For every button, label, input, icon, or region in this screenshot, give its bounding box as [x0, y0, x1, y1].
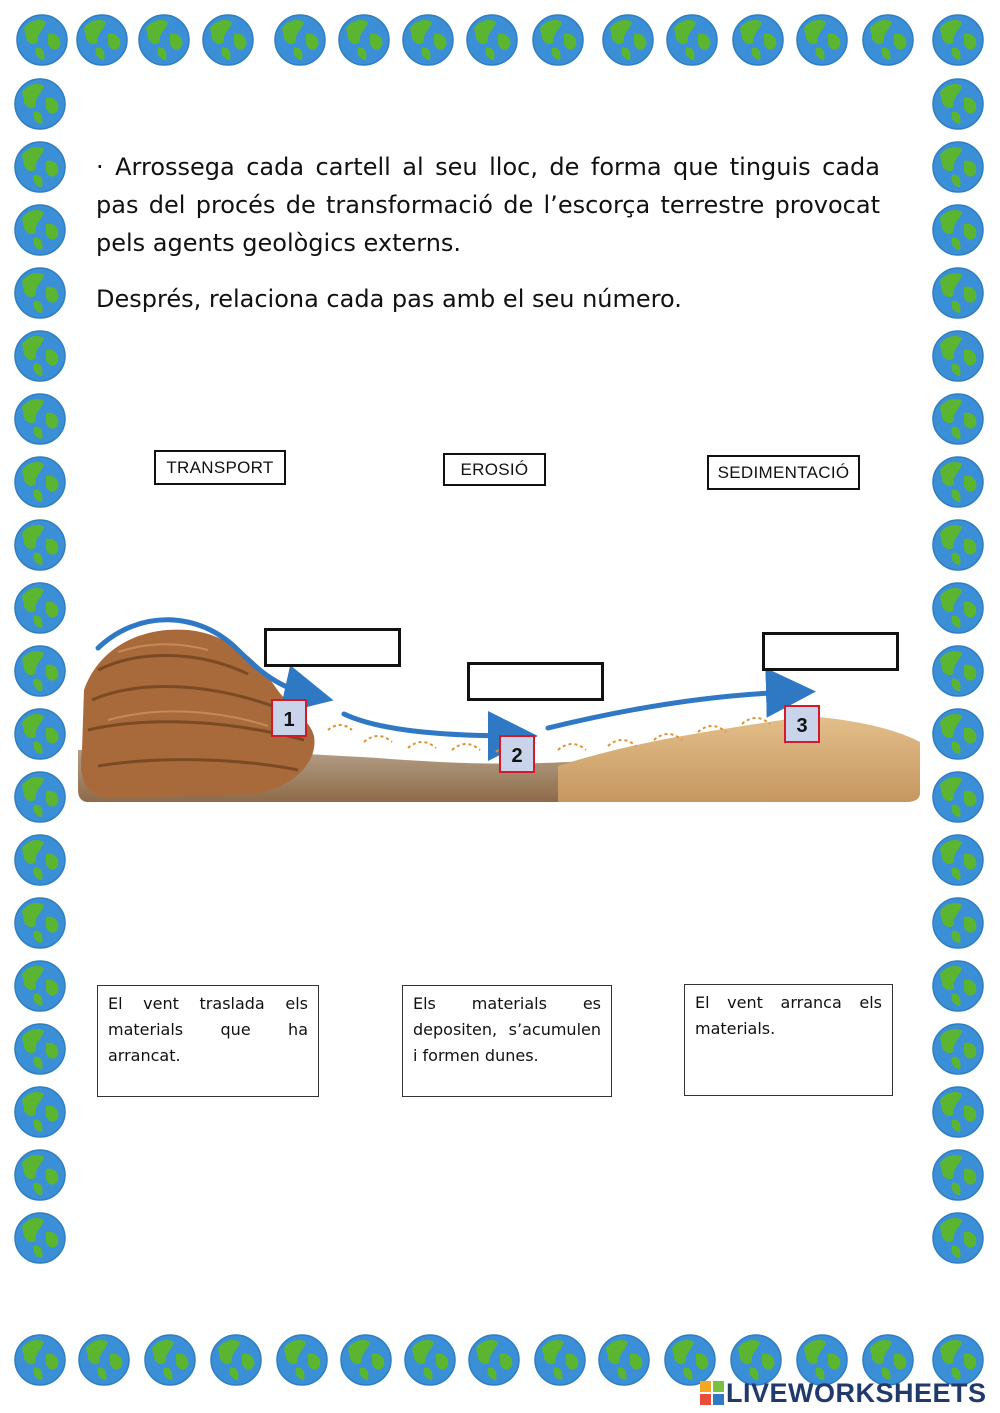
globe-icon: [732, 14, 784, 66]
brand-logo: LIVEWORKSHEETS: [700, 1378, 987, 1408]
globe-icon: [466, 14, 518, 66]
globe-icon: [796, 14, 848, 66]
arrow-icon: [341, 710, 538, 761]
drop-zone-3[interactable]: [762, 632, 899, 671]
label-card-transport[interactable]: TRANSPORT: [154, 450, 286, 485]
description-box-2[interactable]: Els materials es depositen, s’acumulen i…: [402, 985, 612, 1097]
globe-icon: [76, 14, 128, 66]
globe-icon: [404, 1334, 456, 1386]
globe-icon: [932, 645, 984, 697]
brand-name: LIVEWORKSHEETS: [726, 1377, 987, 1408]
label-card-sedimentacio[interactable]: SEDIMENTACIÓ: [707, 455, 860, 490]
globe-icon: [534, 1334, 586, 1386]
svg-text:1: 1: [283, 709, 294, 731]
globe-icon: [932, 834, 984, 886]
sand-particles: [327, 717, 771, 753]
globe-icon: [14, 1334, 66, 1386]
globe-icon: [14, 204, 66, 256]
globe-icon: [276, 1334, 328, 1386]
globe-icon: [14, 771, 66, 823]
globe-icon: [210, 1334, 262, 1386]
globe-icon: [598, 1334, 650, 1386]
globe-icon: [14, 897, 66, 949]
globe-icon: [666, 14, 718, 66]
globe-icon: [202, 14, 254, 66]
globe-icon: [14, 960, 66, 1012]
globe-icon: [14, 834, 66, 886]
globe-icon: [138, 14, 190, 66]
globe-icon: [78, 1334, 130, 1386]
drop-zone-1[interactable]: [264, 628, 401, 667]
globe-icon: [402, 14, 454, 66]
globe-icon: [14, 519, 66, 571]
svg-text:2: 2: [511, 745, 522, 767]
globe-icon: [144, 1334, 196, 1386]
sand-dune: [558, 716, 920, 802]
arrow-icon: [545, 667, 816, 731]
globe-icon: [932, 78, 984, 130]
description-box-1[interactable]: El vent traslada els materials que ha ar…: [97, 985, 319, 1097]
globe-icon: [932, 1023, 984, 1075]
globe-icon: [932, 14, 984, 66]
instruction-subtext: Després, relaciona cada pas amb el seu n…: [96, 285, 682, 313]
globe-icon: [274, 14, 326, 66]
globe-icon: [14, 1086, 66, 1138]
globe-icon: [932, 897, 984, 949]
marker-1: 1: [271, 699, 307, 737]
globe-icon: [14, 645, 66, 697]
brand-icon: [700, 1381, 724, 1405]
globe-icon: [532, 14, 584, 66]
globe-icon: [14, 708, 66, 760]
globe-icon: [340, 1334, 392, 1386]
globe-icon: [14, 1149, 66, 1201]
globe-icon: [932, 960, 984, 1012]
globe-icon: [932, 582, 984, 634]
description-box-3[interactable]: El vent arranca els materials.: [684, 984, 893, 1096]
svg-text:3: 3: [796, 715, 807, 737]
globe-icon: [16, 14, 68, 66]
rock-formation: [81, 629, 315, 798]
globe-icon: [338, 14, 390, 66]
globe-icon: [14, 141, 66, 193]
globe-icon: [862, 14, 914, 66]
globe-icon: [14, 393, 66, 445]
globe-icon: [932, 267, 984, 319]
erosion-illustration: 1 2 3: [78, 617, 920, 802]
globe-icon: [602, 14, 654, 66]
globe-icon: [14, 582, 66, 634]
globe-icon: [932, 141, 984, 193]
globe-icon: [932, 330, 984, 382]
marker-3: 3: [784, 705, 820, 743]
globe-icon: [14, 456, 66, 508]
globe-icon: [468, 1334, 520, 1386]
globe-icon: [932, 456, 984, 508]
globe-icon: [932, 204, 984, 256]
globe-icon: [932, 1086, 984, 1138]
globe-icon: [14, 330, 66, 382]
label-card-erosio[interactable]: EROSIÓ: [443, 453, 546, 486]
globe-icon: [14, 1023, 66, 1075]
marker-2: 2: [499, 735, 535, 773]
globe-icon: [14, 1212, 66, 1264]
globe-icon: [14, 78, 66, 130]
globe-icon: [932, 393, 984, 445]
globe-icon: [932, 1212, 984, 1264]
globe-icon: [932, 519, 984, 571]
globe-icon: [14, 267, 66, 319]
drop-zone-2[interactable]: [467, 662, 604, 701]
globe-icon: [932, 708, 984, 760]
instruction-text: · Arrossega cada cartell al seu lloc, de…: [96, 153, 880, 257]
globe-icon: [932, 1149, 984, 1201]
arrow-icon: [95, 617, 334, 714]
globe-icon: [932, 771, 984, 823]
